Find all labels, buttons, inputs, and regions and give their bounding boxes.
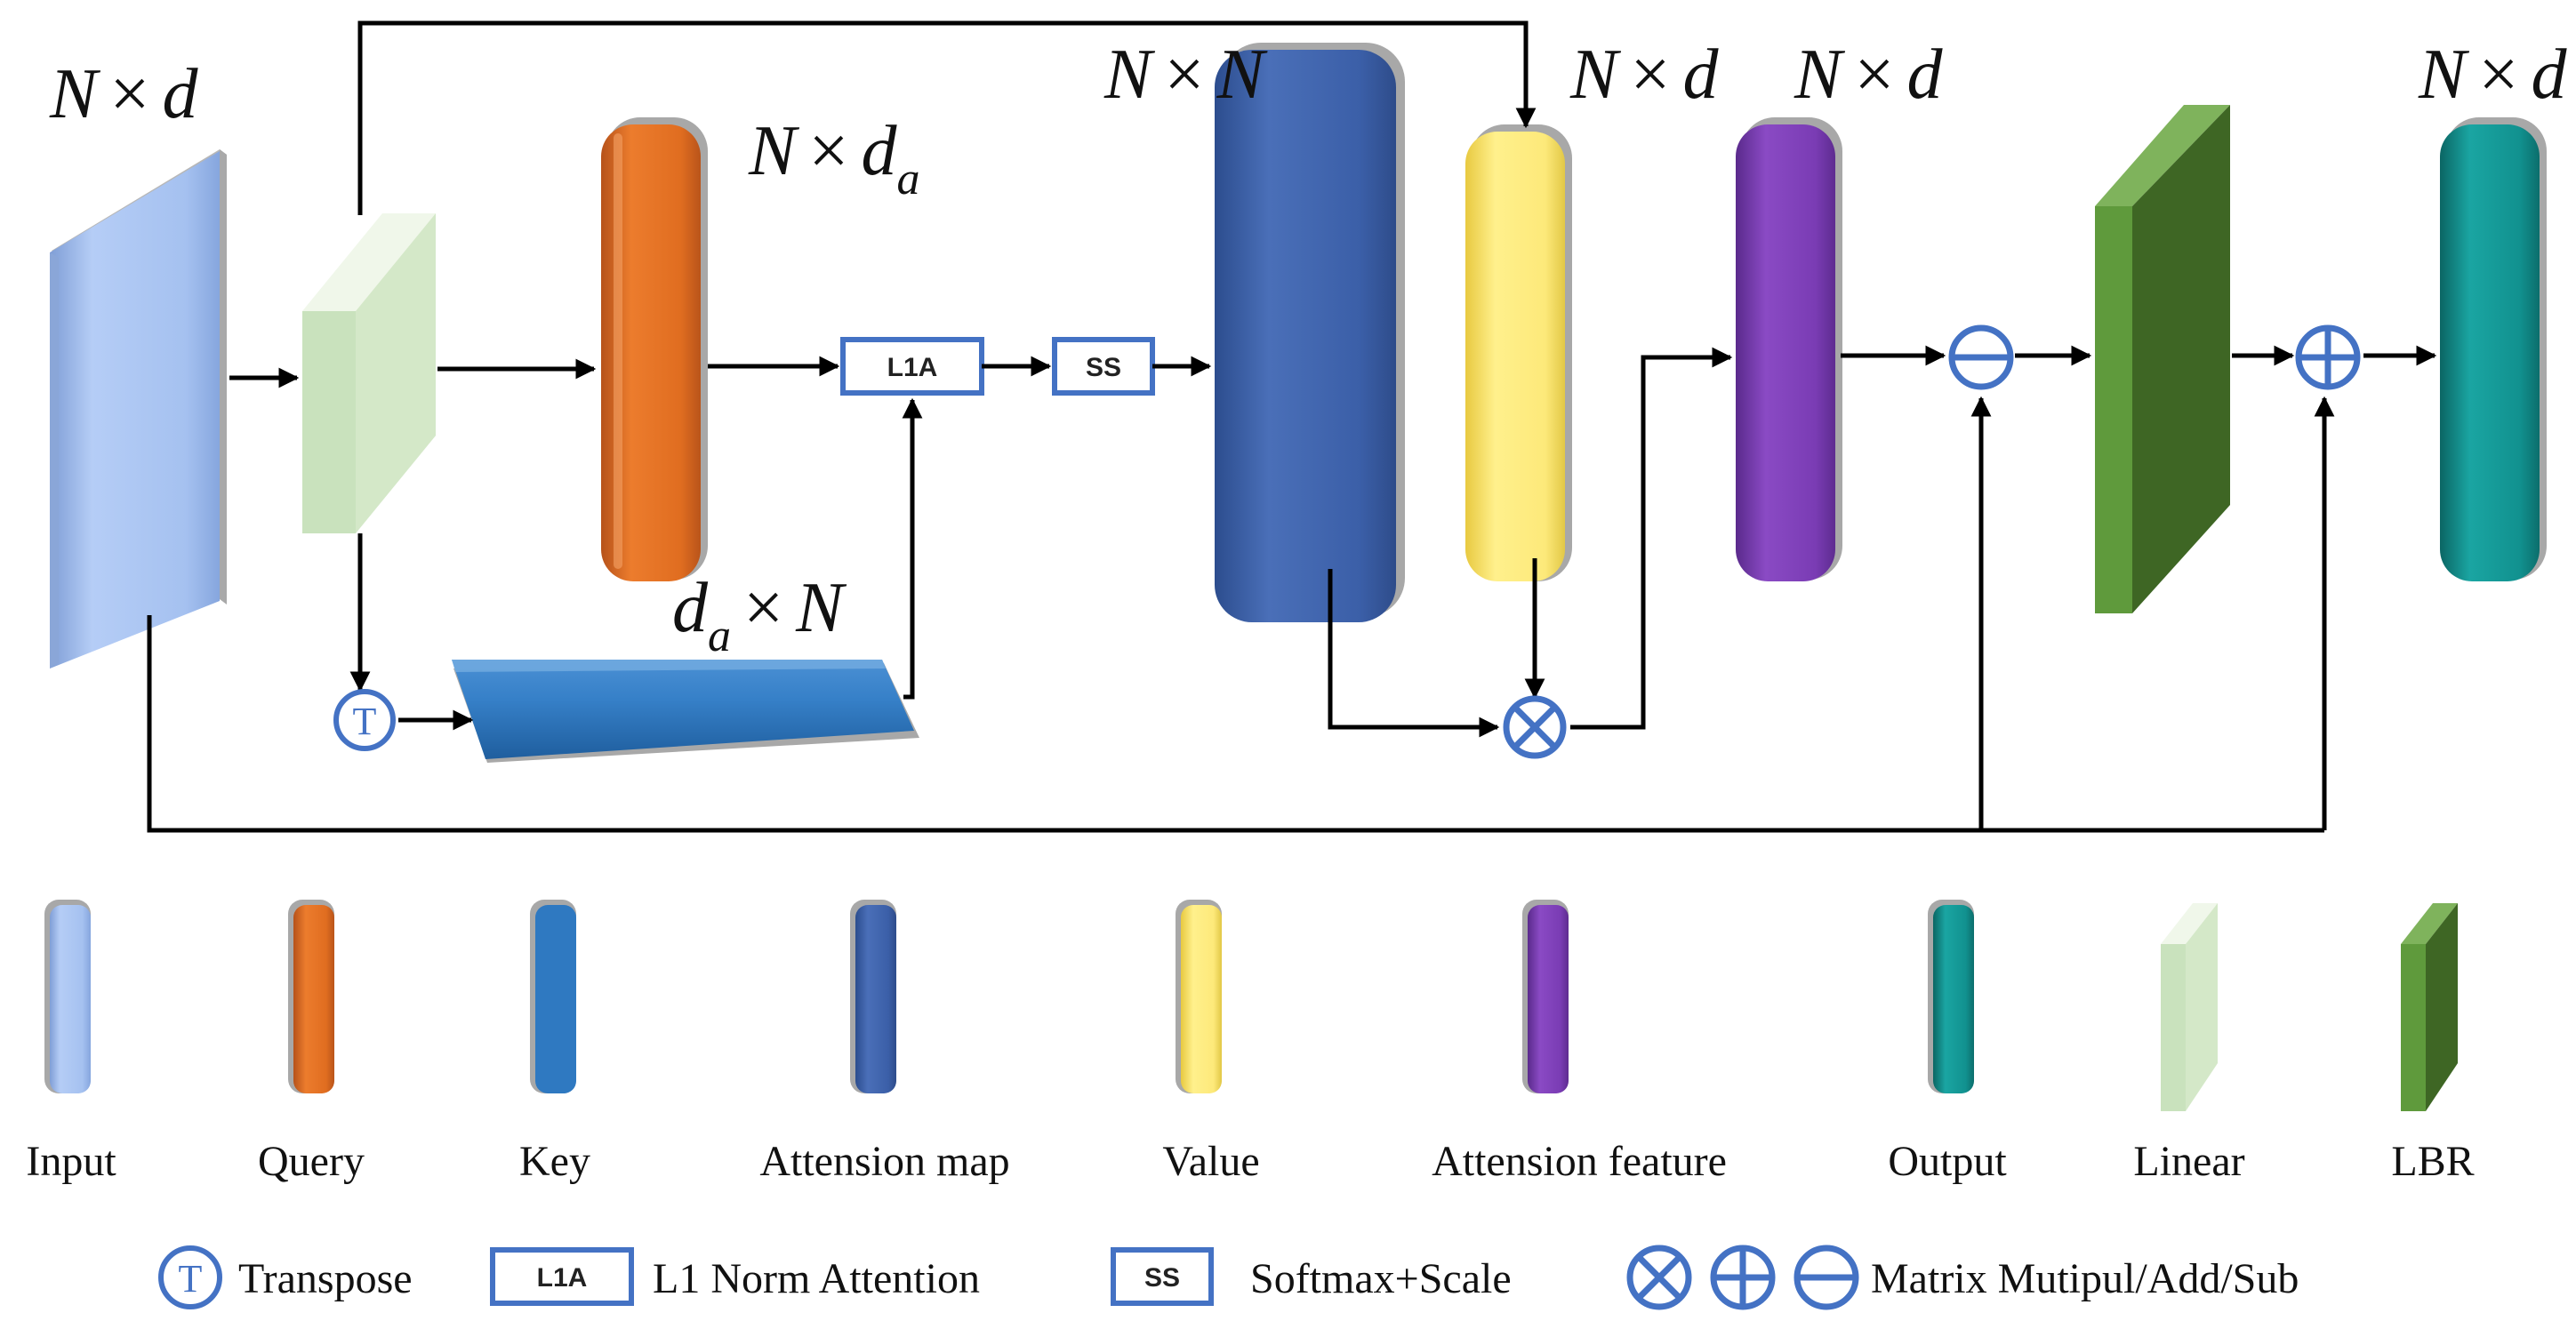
attention-map-dim-label: N×N bbox=[1103, 36, 1268, 114]
legend-lbr-label: LBR bbox=[2391, 1138, 2474, 1185]
legend-attention-feature bbox=[1522, 900, 1569, 1093]
key-dim-label: da×N bbox=[672, 569, 847, 661]
legend-ss-symbol: SS bbox=[1144, 1263, 1180, 1293]
legend-query bbox=[288, 900, 334, 1093]
legend-linear-label: Linear bbox=[2133, 1138, 2244, 1185]
legend-subtract-icon bbox=[1794, 1245, 1859, 1310]
value-dim-label: N×d bbox=[1569, 36, 1719, 114]
l1a-box-label: L1A bbox=[887, 353, 938, 382]
input-dim-label: N×d bbox=[49, 55, 198, 133]
key-block bbox=[452, 660, 919, 763]
transpose-operator: T bbox=[333, 689, 396, 751]
legend-ss-label: Softmax+Scale bbox=[1250, 1255, 1512, 1302]
legend-value-label: Value bbox=[1162, 1138, 1259, 1185]
legend-labels: Input Query Key Attension map Value Atte… bbox=[26, 1138, 2474, 1185]
legend-key-label: Key bbox=[519, 1138, 590, 1185]
legend-blocks bbox=[44, 900, 2458, 1111]
legend-output-label: Output bbox=[1888, 1138, 2007, 1185]
legend-l1a: L1A L1 Norm Attention bbox=[490, 1247, 980, 1306]
transpose-operator-symbol: T bbox=[353, 700, 377, 743]
query-block bbox=[601, 117, 708, 581]
legend-key bbox=[530, 900, 576, 1093]
legend-ss: SS Softmax+Scale bbox=[1111, 1247, 1512, 1306]
lbr-block bbox=[2095, 105, 2230, 613]
legend-ops: T Transpose L1A L1 Norm Attention SS Sof… bbox=[158, 1245, 2299, 1310]
subtract-operator bbox=[1948, 324, 2014, 390]
legend-l1a-symbol: L1A bbox=[537, 1263, 588, 1293]
output-dim-label: N×d bbox=[2418, 36, 2567, 114]
ss-box: SS bbox=[1052, 337, 1155, 396]
attention-feature-dim-label: N×d bbox=[1794, 36, 1943, 114]
legend-query-label: Query bbox=[258, 1138, 365, 1185]
output-block bbox=[2440, 117, 2547, 581]
legend-linear bbox=[2161, 903, 2218, 1111]
legend-transpose: T Transpose bbox=[158, 1245, 413, 1309]
legend-value bbox=[1176, 900, 1222, 1093]
legend-lbr bbox=[2401, 903, 2458, 1111]
attention-feature-block bbox=[1736, 117, 1842, 581]
legend-matrix-label: Matrix Mutipul/Add/Sub bbox=[1871, 1255, 2299, 1302]
legend-attention-map-label: Attension map bbox=[759, 1138, 1009, 1185]
legend-attention-feature-label: Attension feature bbox=[1432, 1138, 1727, 1185]
legend-add-icon bbox=[1710, 1245, 1776, 1310]
legend-input bbox=[44, 900, 91, 1093]
l1a-box: L1A bbox=[840, 337, 984, 396]
legend-input-label: Input bbox=[26, 1138, 116, 1185]
query-dim-label: N×da bbox=[748, 112, 919, 204]
add-operator bbox=[2295, 324, 2361, 390]
ss-box-label: SS bbox=[1086, 353, 1121, 382]
attention-map-block bbox=[1215, 43, 1405, 622]
legend-output bbox=[1928, 900, 1974, 1093]
legend-attention-map bbox=[850, 900, 896, 1093]
linear-block bbox=[302, 213, 436, 533]
multiply-operator bbox=[1503, 695, 1567, 759]
legend-l1a-label: L1 Norm Attention bbox=[653, 1255, 980, 1302]
connections bbox=[147, 20, 2437, 833]
input-block bbox=[50, 149, 227, 669]
legend-transpose-symbol: T bbox=[179, 1257, 203, 1301]
legend-transpose-label: Transpose bbox=[238, 1255, 413, 1302]
legend-matrix-ops: Matrix Mutipul/Add/Sub bbox=[1626, 1245, 2299, 1310]
value-block bbox=[1465, 124, 1572, 581]
legend-multiply-icon bbox=[1626, 1245, 1692, 1310]
